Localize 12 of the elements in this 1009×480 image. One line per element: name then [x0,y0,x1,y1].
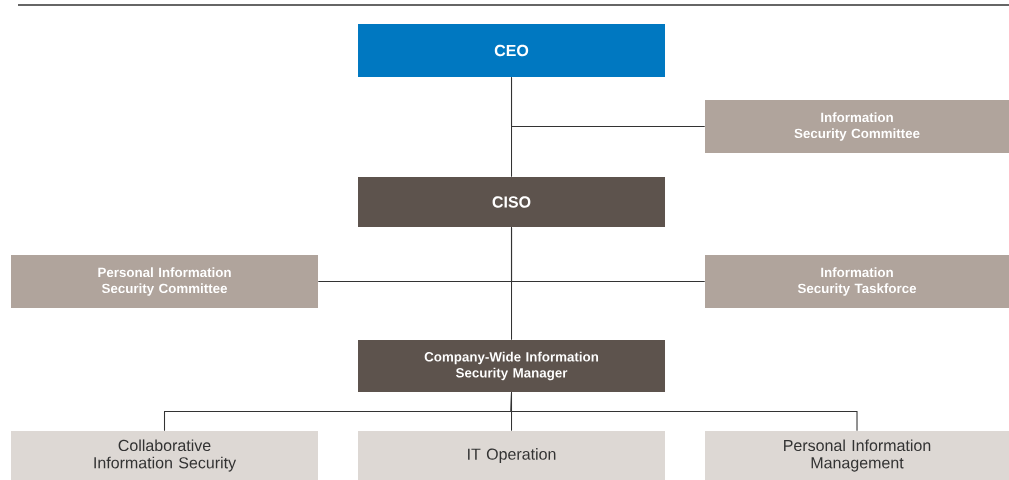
unit-box: IT Operation [358,431,665,480]
committee-box: Information Security Taskforce [705,255,1009,308]
role-box: Company-Wide Information Security Manager [358,340,665,392]
role-box: CISO [358,177,665,227]
executive-box: CEO [358,24,665,77]
committee-box: Personal Information Security Committee [11,255,318,308]
committee-box: Information Security Committee [705,100,1009,153]
connector-line [510,226,513,341]
connector-line [510,76,513,178]
unit-box: Collaborative Information Security [11,431,318,480]
unit-box: Personal Information Management [705,431,1009,480]
connector-line [510,391,858,432]
